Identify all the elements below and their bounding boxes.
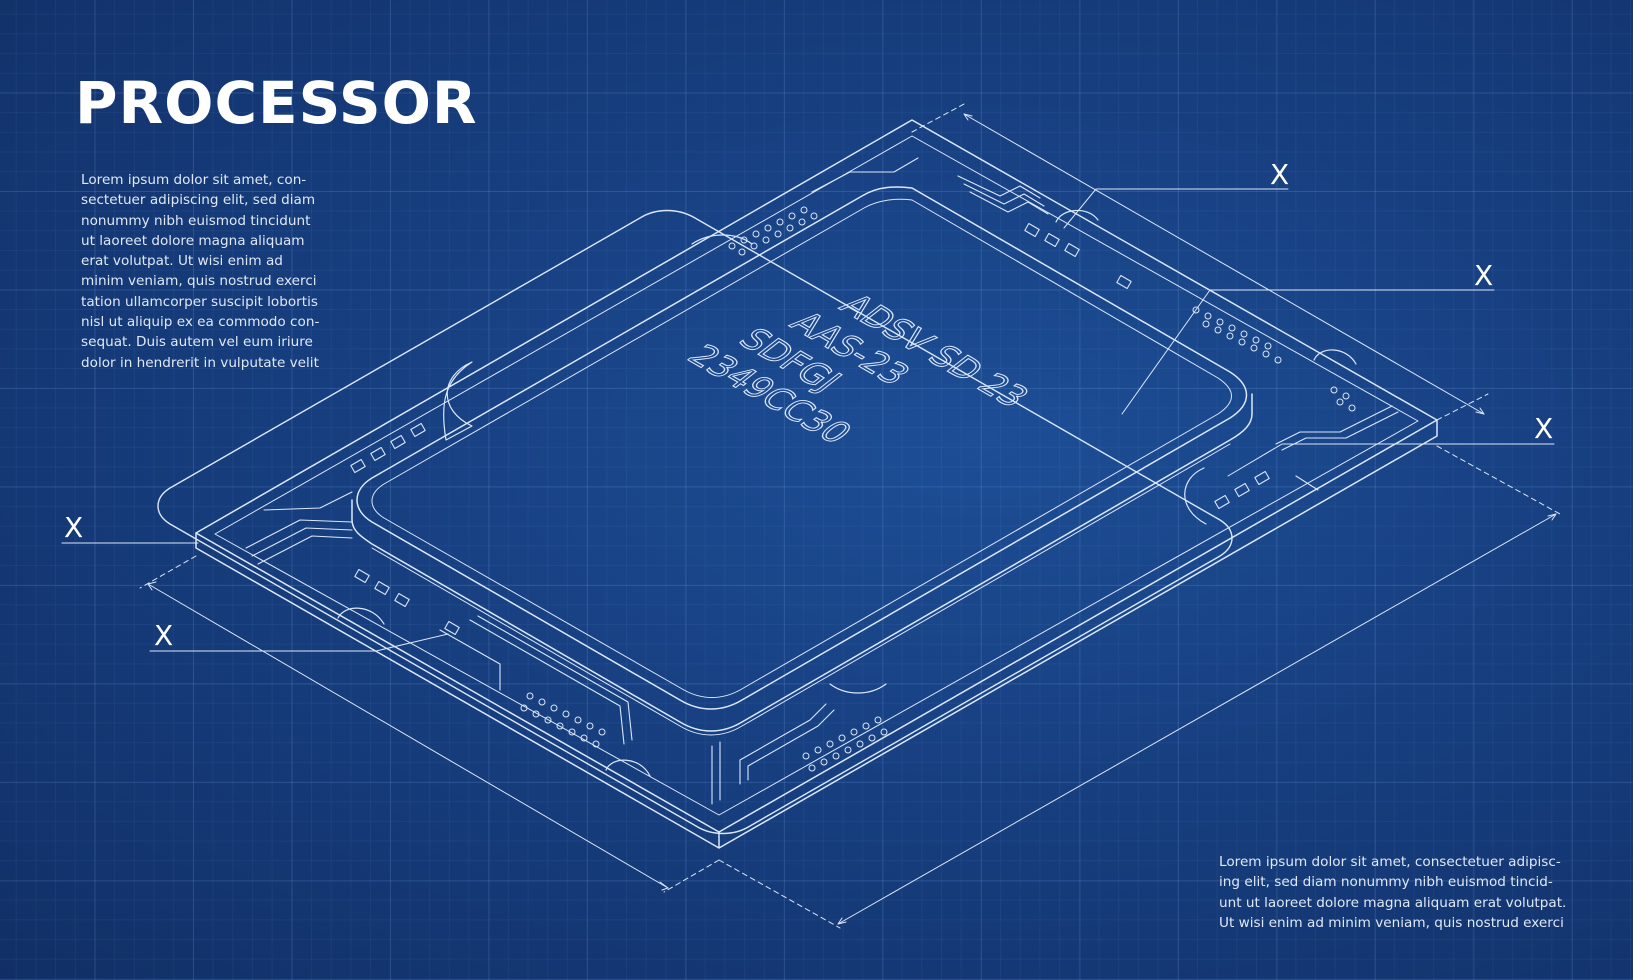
callout-label: X [64,511,83,544]
substrate-top [195,119,1438,833]
trace-group [811,157,919,193]
left-description-line: tation ullamcorper suscipit lobortis [81,293,318,310]
chip-markings: ADSV SD 23 AAS-23 SDFGJ 2349CC30 [678,288,1038,451]
notch-top [1055,209,1099,223]
heat-spreader-top [356,186,1248,710]
substrate-inner-border [214,135,1419,816]
right-description: Lorem ipsum dolor sit amet, consectetuer… [1219,852,1579,933]
right-description-line: Lorem ipsum dolor sit amet, consectetuer… [1219,854,1561,870]
heat-spreader-side [351,393,1253,732]
left-description-line: erat volutpat. Ut wisi enim ad [81,253,283,270]
trace-group [1295,475,1319,491]
left-description: Lorem ipsum dolor sit amet, con- sectetu… [81,170,341,373]
dimension-lines [139,103,1561,929]
notch-left [337,607,385,625]
trace-group [257,535,353,565]
heat-spreader-base [157,209,1233,835]
left-description-line: nisl ut aliquip ex ea commodo con- [81,314,320,331]
callout-leaders [61,188,1555,652]
trace-group [969,191,1049,215]
trace-group [263,491,353,511]
callout-label: X [154,619,173,652]
trace-group [251,527,353,557]
right-description-line: ing elit, sed diam nonummy nibh euismod … [1219,874,1553,891]
heat-spreader-tab-bottom [829,683,887,694]
trace-group [747,709,835,781]
contact-array [520,206,1356,772]
left-description-line: dolor in hendrerit in vulputate velit [81,354,319,371]
trace-group [1275,405,1393,445]
heat-spreader-tab-right [1184,467,1207,525]
left-description-line: minim veniam, quis nostrud exerci [81,273,317,290]
trace-group [477,615,633,741]
notch-left-bottom [605,759,651,777]
left-description-line: nonummy nibh euismod tincidunt [81,212,311,229]
substrate-side [195,419,1438,849]
left-description-line: Lorem ipsum dolor sit amet, con- [81,172,307,188]
smd-components [350,222,1270,636]
left-description-line: ut laoreet dolore magna aliquam [81,232,305,249]
left-description-line: sequat. Duis autem vel eum iriure [81,334,313,351]
heat-spreader-top-inner [371,198,1232,698]
notch-right [1313,349,1357,365]
trace-group [957,175,1041,199]
callout-label: X [1270,158,1289,191]
trace-group [739,703,827,785]
left-description-line: sectetuer adipiscing elit, sed diam [81,192,316,209]
heat-spreader-tab-left [443,361,473,441]
heat-spreader-side-inner [371,443,1231,736]
callout-label: X [1534,412,1553,445]
right-description-line: Ut wisi enim ad minim veniam, quis nostr… [1219,914,1564,931]
callout-label: X [1474,259,1493,292]
right-description-line: unt ut laoreet dolore magna aliquam erat… [1219,894,1567,911]
trace-group [439,629,501,691]
trace-group [245,519,353,549]
trace-group [963,183,1045,207]
page-title: PROCESSOR [75,69,478,137]
trace-group [469,619,625,745]
